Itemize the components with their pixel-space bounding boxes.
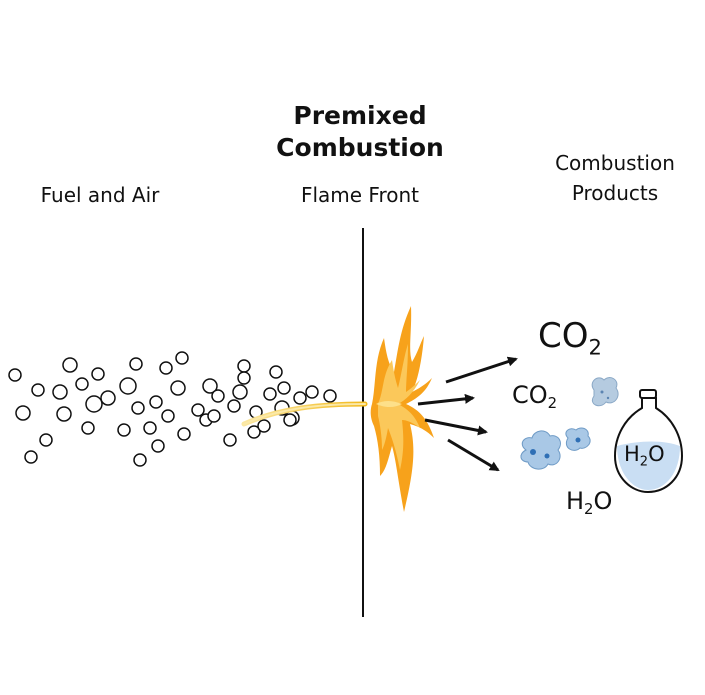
h2o-label: H2O — [566, 487, 612, 518]
arrow-to-water-droplets — [424, 418, 488, 436]
particle — [131, 401, 145, 415]
label-flame-front: Flame Front — [300, 183, 420, 207]
particle — [149, 395, 163, 409]
h2o-jug-label: H2O — [624, 442, 665, 470]
h2o-sub: 2 — [584, 500, 594, 519]
title-premixed-combustion: Premixed Combustion — [260, 100, 460, 164]
particle — [283, 413, 297, 427]
particle — [117, 423, 131, 437]
particle — [247, 425, 261, 439]
label-fuel-and-air: Fuel and Air — [40, 183, 160, 207]
h2o-jug-main: H — [624, 442, 640, 466]
arrow-to-co2-large — [445, 356, 518, 384]
title-line-1: Premixed — [293, 101, 427, 130]
particle — [151, 439, 165, 453]
water-droplet-icon — [591, 377, 619, 407]
co2-large-sub: 2 — [588, 334, 602, 360]
co2-small-main: CO — [512, 381, 548, 409]
particle — [207, 409, 221, 423]
particle — [15, 405, 31, 421]
particle — [293, 391, 307, 405]
particle — [100, 390, 116, 406]
particle — [52, 384, 68, 400]
particle — [159, 361, 173, 375]
particle — [237, 359, 251, 373]
particle — [277, 381, 291, 395]
flame-icon — [370, 306, 434, 512]
h2o-jug-sub: 2 — [639, 454, 649, 470]
particle — [211, 389, 225, 403]
co2-small-label: CO2 — [512, 381, 557, 412]
water-jug-icon — [613, 389, 684, 494]
particle — [81, 421, 95, 435]
label-products-line-2: Products — [571, 181, 659, 205]
particle — [223, 433, 237, 447]
title-line-2: Combustion — [276, 133, 444, 162]
label-products-line-1: Combustion — [555, 151, 675, 175]
particle — [119, 377, 137, 395]
water-droplet-icon — [520, 430, 561, 470]
fuel-stream-highlight — [243, 403, 366, 425]
co2-large-main: CO — [538, 316, 589, 356]
label-combustion-products: Combustion Products — [520, 148, 705, 208]
particle — [161, 409, 175, 423]
particle — [85, 395, 103, 413]
particle — [191, 403, 205, 417]
particle — [202, 378, 218, 394]
co2-small-sub: 2 — [547, 394, 558, 413]
product-arrows — [417, 356, 518, 472]
particle — [56, 406, 72, 422]
particle — [177, 427, 191, 441]
h2o-jug-tail: O — [648, 442, 665, 466]
particle — [305, 385, 319, 399]
particle — [62, 357, 78, 373]
particle — [227, 399, 241, 413]
particle — [175, 351, 189, 365]
particle — [39, 433, 53, 447]
particle — [263, 387, 277, 401]
particle — [75, 377, 89, 391]
particle — [8, 368, 22, 382]
particle — [31, 383, 45, 397]
particle — [143, 421, 157, 435]
particle — [269, 365, 283, 379]
h2o-tail: O — [593, 487, 613, 515]
particle — [133, 453, 147, 467]
particle — [129, 357, 143, 371]
fuel-air-particles — [8, 351, 337, 467]
particle — [323, 389, 337, 403]
water-droplet-icon — [565, 427, 591, 451]
arrow-to-co2-small — [417, 393, 475, 406]
co2-large-label: CO2 — [538, 316, 602, 359]
arrow-to-h2o — [447, 438, 500, 472]
particle — [91, 367, 105, 381]
particle — [237, 371, 251, 385]
h2o-main: H — [566, 487, 585, 515]
particle — [257, 419, 271, 433]
particle — [232, 384, 248, 400]
particle — [24, 450, 38, 464]
particle — [170, 380, 186, 396]
